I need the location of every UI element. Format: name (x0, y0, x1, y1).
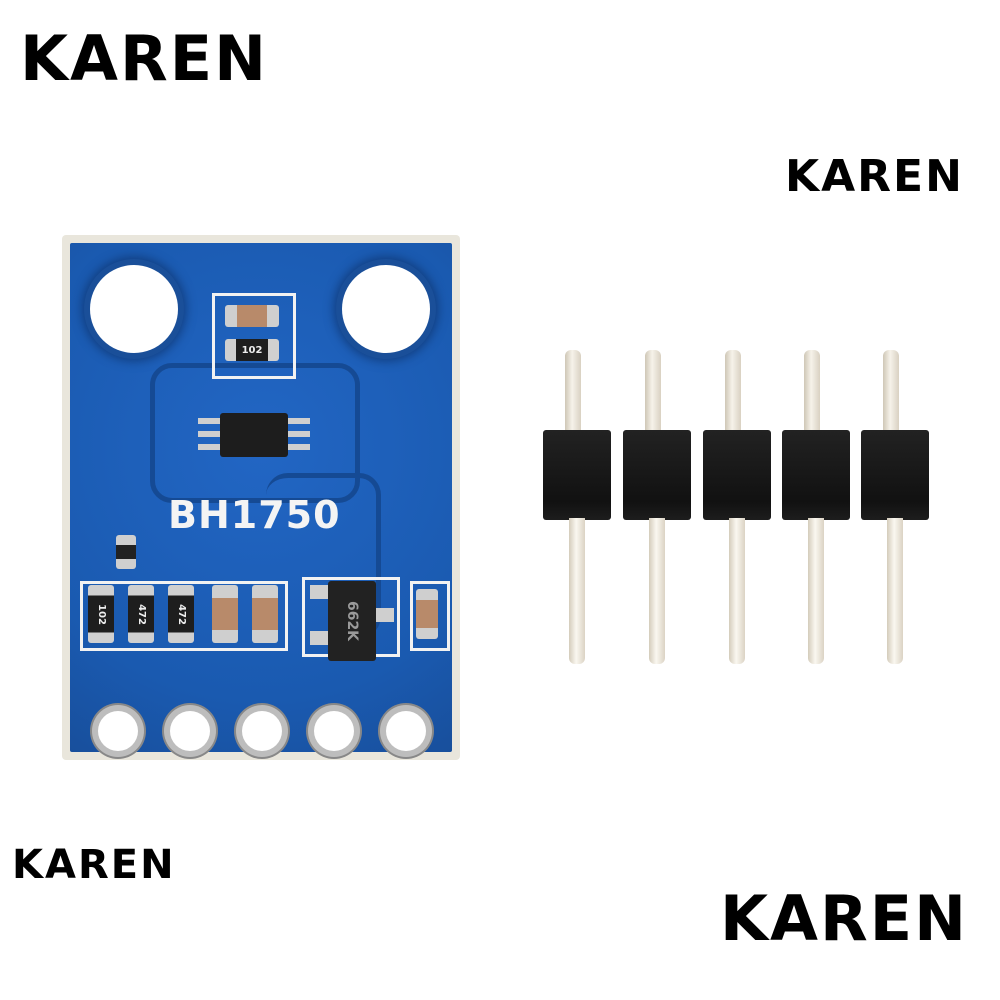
ic-pin (288, 418, 310, 424)
header-pin-2 (623, 350, 693, 668)
header-pin-3 (703, 350, 773, 668)
pin-top (725, 350, 741, 432)
bh1750-sensor-board: 102 BH1750 102 472 472 662K (62, 235, 460, 760)
small-component (116, 535, 136, 569)
pin-plastic-body (543, 430, 611, 520)
ic-pin (198, 431, 220, 437)
capacitor-2 (252, 585, 278, 643)
silkscreen-box (80, 581, 288, 651)
header-pin-4 (782, 350, 852, 668)
header-pad-1 (98, 711, 138, 751)
pin-top (645, 350, 661, 432)
header-pad-4 (314, 711, 354, 751)
pin-plastic-body (623, 430, 691, 520)
header-pin-5 (861, 350, 931, 668)
pin-plastic-body (861, 430, 929, 520)
pin-bottom (808, 518, 824, 664)
regulator-pin (310, 585, 332, 599)
pin-bottom (569, 518, 585, 664)
header-pad-3 (242, 711, 282, 751)
silkscreen-box (212, 293, 296, 379)
ic-pin (288, 444, 310, 450)
watermark-bottom-right: KAREN (720, 882, 969, 955)
watermark-top-left: KAREN (20, 22, 269, 95)
capacitor-top (225, 305, 279, 327)
bh1750-ic-chip (220, 413, 288, 457)
watermark-upper-right: KAREN (785, 151, 964, 202)
pin-bottom (887, 518, 903, 664)
pin-plastic-body (703, 430, 771, 520)
regulator-pin (310, 631, 332, 645)
pcb-surface: 102 BH1750 102 472 472 662K (70, 243, 452, 752)
header-pad-5 (386, 711, 426, 751)
pin-bottom (649, 518, 665, 664)
resistor-marking: 102 (241, 344, 263, 356)
header-pin-1 (543, 350, 613, 668)
resistor-3: 472 (168, 585, 194, 643)
silkscreen-box (410, 581, 450, 651)
capacitor-3 (416, 589, 438, 639)
pcb-trace (266, 473, 381, 638)
pin-plastic-body (782, 430, 850, 520)
mounting-hole-right (342, 265, 430, 353)
board-label: BH1750 (168, 493, 341, 537)
header-pad-2 (170, 711, 210, 751)
pin-top (883, 350, 899, 432)
resistor-2: 472 (128, 585, 154, 643)
resistor-1: 102 (88, 585, 114, 643)
resistor-top: 102 (225, 339, 279, 361)
pin-bottom (729, 518, 745, 664)
capacitor-1 (212, 585, 238, 643)
voltage-regulator: 662K (328, 581, 376, 661)
ic-pin (288, 431, 310, 437)
pin-top (565, 350, 581, 432)
regulator-pin (372, 608, 394, 622)
watermark-bottom-left: KAREN (12, 842, 176, 888)
ic-pin (198, 418, 220, 424)
ic-pin (198, 444, 220, 450)
pcb-trace (150, 363, 360, 503)
mounting-hole-left (90, 265, 178, 353)
pin-top (804, 350, 820, 432)
